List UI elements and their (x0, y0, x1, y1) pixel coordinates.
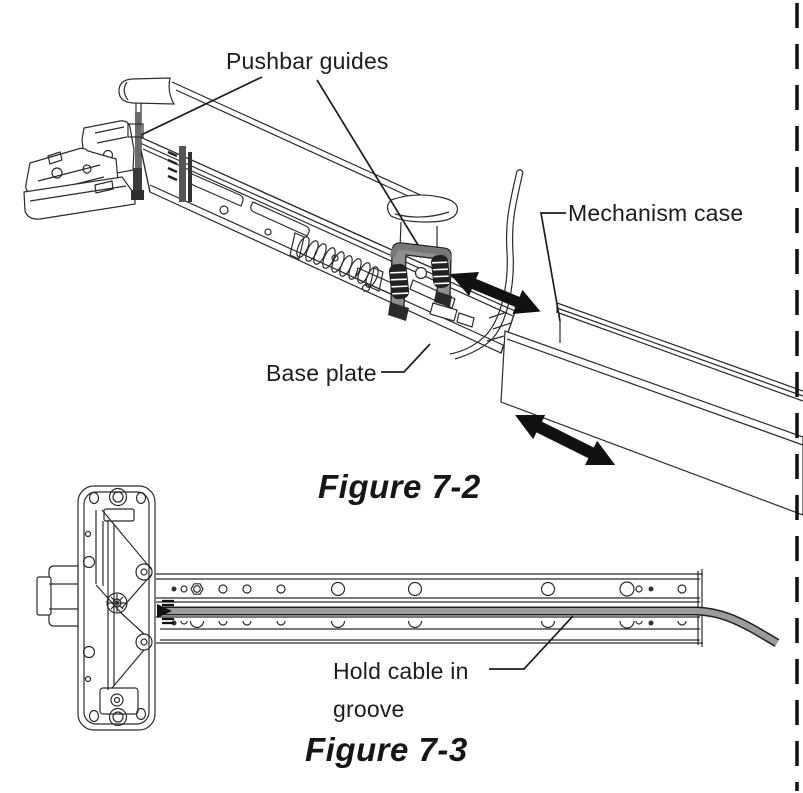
rail-spring (289, 232, 384, 292)
figure-7-2-caption: Figure 7-2 (318, 468, 481, 505)
figure-7-3-drawing (36, 485, 780, 731)
leader-line (140, 76, 263, 136)
guide-spring-right (431, 254, 451, 289)
leader-line (381, 343, 431, 373)
leader-line (316, 79, 419, 246)
device-head-iso (23, 120, 136, 220)
mechanism-case-label: Mechanism case (568, 200, 744, 226)
base-plate-label: Base plate (266, 360, 377, 386)
figure-7-2-drawing (23, 76, 803, 516)
double-arrow-icon (515, 414, 616, 466)
cable-line-fig2 (449, 169, 524, 360)
mechanism-case (500, 302, 803, 516)
guide-spring-left (388, 263, 410, 300)
leader-line (539, 212, 566, 322)
leader-line (489, 615, 574, 670)
figure-7-3-caption: Figure 7-3 (305, 731, 468, 768)
hold-cable-in-groove-label: Hold cable in groove (333, 658, 469, 722)
cable-line-fig3 (157, 604, 780, 647)
rail-holes-row2 (171, 620, 687, 629)
pushbar-guide-right (388, 221, 475, 328)
rail-holes-row1 (171, 581, 687, 597)
double-arrow-icon (450, 271, 541, 314)
pushbar (118, 77, 459, 223)
device-head-top (36, 485, 156, 731)
pushbar-guide-left (127, 86, 144, 200)
rail-top-view (156, 569, 703, 647)
pushbar-guides-label: Pushbar guides (226, 48, 389, 74)
